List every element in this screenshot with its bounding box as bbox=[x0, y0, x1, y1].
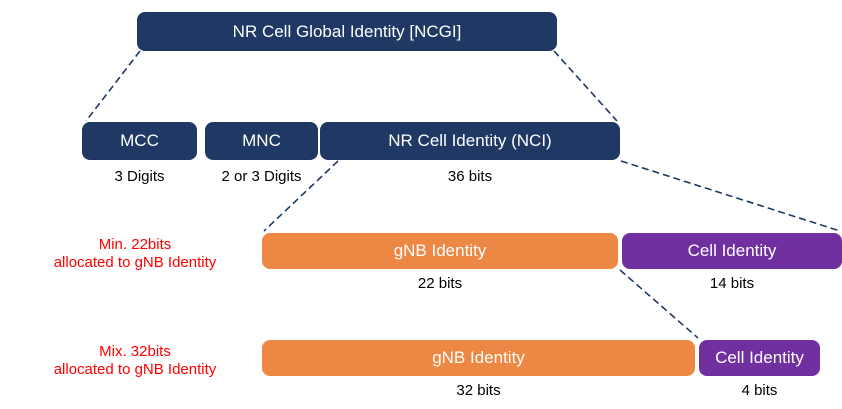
mnc-box: MNC bbox=[205, 122, 318, 160]
cell-identity-min-box: Cell Identity bbox=[622, 233, 842, 269]
nci-size-label: 36 bits bbox=[447, 168, 493, 185]
gnb-identity-min-box: gNB Identity bbox=[262, 233, 618, 269]
min-split-note-line1: Min. 22bits bbox=[98, 236, 172, 253]
min-split-note-line2: allocated to gNB Identity bbox=[53, 254, 217, 271]
max-split-note-line2: allocated to gNB Identity bbox=[53, 361, 217, 378]
ncgi-box: NR Cell Global Identity [NCGI] bbox=[137, 12, 557, 51]
connector-ncgi-to-nci bbox=[553, 50, 618, 122]
max-split-note: Mix. 32bits allocated to gNB Identity bbox=[15, 343, 255, 379]
mnc-size-label: 2 or 3 Digits bbox=[221, 168, 302, 185]
mcc-size-label: 3 Digits bbox=[114, 168, 165, 185]
cell-identity-max-box: Cell Identity bbox=[699, 340, 820, 376]
gnb-identity-max-box: gNB Identity bbox=[262, 340, 695, 376]
gnb-identity-max-size-label: 32 bits bbox=[456, 382, 501, 399]
nci-box: NR Cell Identity (NCI) bbox=[320, 122, 620, 160]
mcc-box: MCC bbox=[82, 122, 197, 160]
cell-identity-min-size-label: 14 bits bbox=[709, 275, 755, 292]
connector-nci-to-cell-min bbox=[620, 160, 841, 232]
connector-ncgi-to-mcc bbox=[85, 50, 141, 122]
cell-identity-max-size-label: 4 bits bbox=[741, 382, 778, 399]
gnb-identity-min-size-label: 22 bits bbox=[417, 275, 463, 292]
min-split-note: Min. 22bits allocated to gNB Identity bbox=[15, 236, 255, 272]
max-split-note-line1: Mix. 32bits bbox=[99, 343, 171, 360]
